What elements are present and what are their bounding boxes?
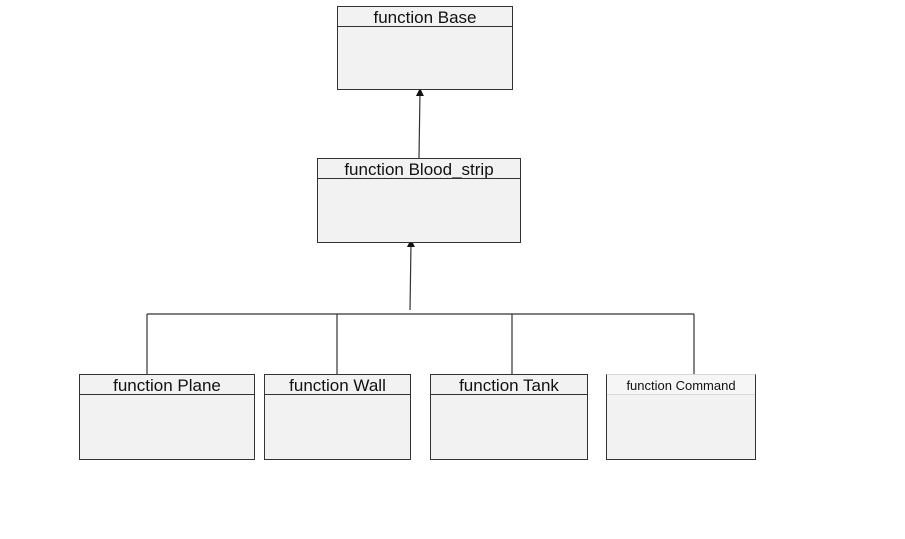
arrow-children-to-blood-strip [406,239,415,311]
arrow-blood-strip-to-base [415,88,424,159]
class-box-wall[interactable]: function Wall [264,374,411,460]
class-title-blood-strip: function Blood_strip [318,159,520,179]
class-box-blood-strip[interactable]: function Blood_strip [317,158,521,243]
class-title-tank: function Tank [431,375,587,395]
class-title-base: function Base [338,7,512,27]
class-title-blood-strip-text: function Blood_strip [344,160,494,179]
class-box-tank[interactable]: function Tank [430,374,588,460]
class-title-plane: function Plane [80,375,254,395]
class-box-command[interactable]: function Command [606,374,756,460]
class-title-wall: function Wall [265,375,410,395]
class-box-base[interactable]: function Base [337,6,513,90]
class-title-command: function Command [607,375,755,395]
class-box-plane[interactable]: function Plane [79,374,255,460]
